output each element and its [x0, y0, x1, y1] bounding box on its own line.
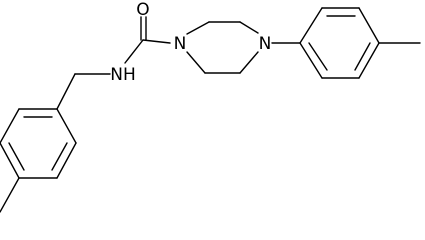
piperazine-n4-label: N [259, 34, 272, 54]
ring-l-4 [0, 142, 20, 179]
ring-r-1 [299, 7, 323, 44]
ring-l-double-3 [8, 142, 25, 171]
left-tolyl-group [0, 73, 111, 213]
carbonyl-group [124, 16, 171, 64]
oxygen-label: O [136, 0, 149, 20]
piperazine-n1-label: N [174, 34, 187, 54]
bond-pip-4 [239, 51, 259, 74]
amide-nh-label: NH [110, 65, 136, 85]
structure-diagram: O NH N N [0, 0, 421, 213]
ring-l-5 [0, 108, 20, 144]
piperazine-ring [186, 21, 259, 74]
bond-pip-1 [186, 21, 210, 35]
ring-l-double-2 [51, 142, 68, 171]
bond-pip-6 [186, 51, 206, 74]
ring-r-6 [299, 42, 323, 79]
ring-r-4 [358, 42, 380, 79]
right-tolyl-group [271, 7, 421, 79]
ring-r-double-3 [308, 42, 328, 71]
bond-c-nh [124, 39, 144, 64]
bond-methyl-left [0, 177, 20, 213]
bond-ch2-aryl [56, 73, 76, 110]
bond-c-npip [142, 39, 171, 44]
ring-l-2 [56, 142, 77, 179]
ring-r-double-2 [354, 42, 371, 71]
bond-pip-3 [239, 21, 259, 34]
ring-l-1 [56, 108, 77, 144]
ring-r-3 [358, 7, 380, 44]
